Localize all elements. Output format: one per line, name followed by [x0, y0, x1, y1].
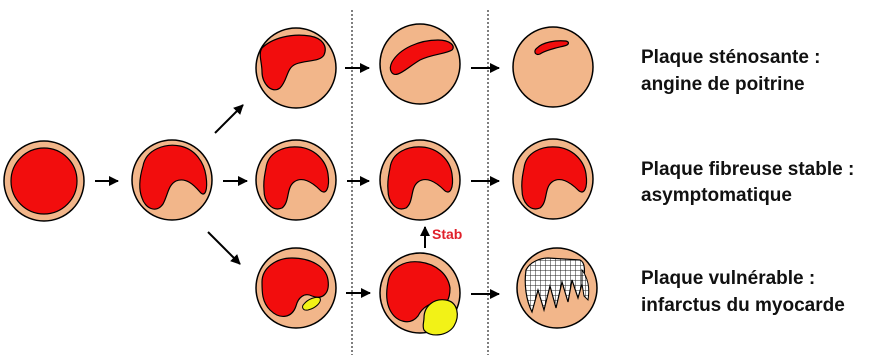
artery-row1-stage2	[256, 28, 336, 108]
artery-stage-1	[132, 140, 212, 220]
outcome-stenosing-result: angine de poitrine	[641, 74, 805, 96]
outcome-stable-result: asymptomatique	[641, 185, 792, 207]
outcome-stable-title: Plaque fibreuse stable :	[641, 159, 854, 181]
artery-stage-0	[4, 141, 84, 221]
outcome-stenosing-title: Plaque sténosante :	[641, 47, 821, 69]
artery-row1-stage3	[380, 24, 460, 104]
artery-row3-stage2	[256, 248, 336, 328]
arrow	[215, 105, 243, 133]
stab-label: Stab	[432, 226, 462, 242]
outcome-vulnerable-title: Plaque vulnérable :	[641, 268, 815, 290]
artery-row1-stage4	[513, 27, 593, 107]
artery-row2-stage3	[380, 140, 460, 220]
artery-row2-stage4	[513, 139, 593, 219]
outcome-vulnerable-result: infarctus du myocarde	[641, 295, 845, 317]
artery-row2-stage2	[256, 140, 336, 220]
artery-row3-stage4-thrombosis	[517, 248, 597, 328]
artery-row3-stage3	[380, 253, 460, 335]
arrow	[208, 232, 240, 264]
